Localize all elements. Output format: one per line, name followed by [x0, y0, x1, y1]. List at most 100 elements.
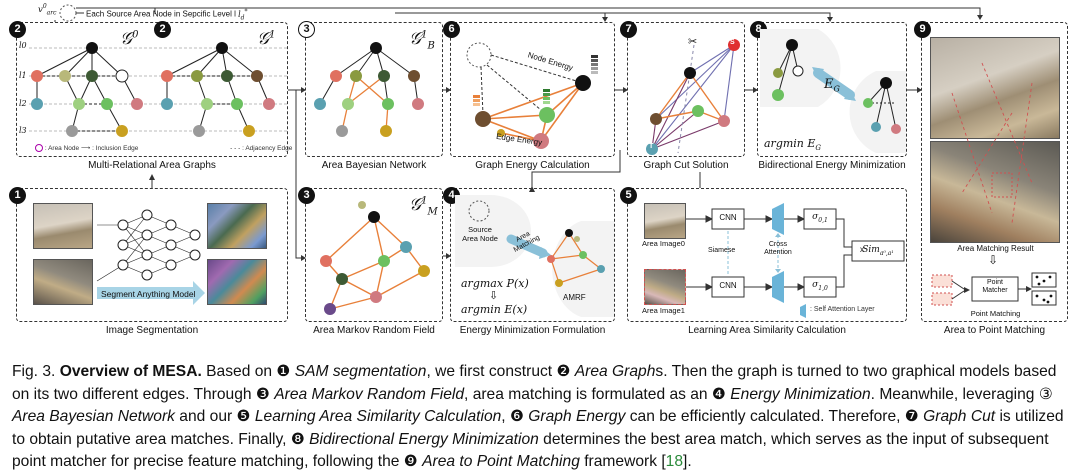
sink-node-label: S	[730, 39, 735, 46]
level-l0: l0	[19, 41, 27, 50]
level-l3: l3	[19, 126, 27, 135]
graph-g1-drawing	[161, 42, 275, 137]
panel-bayesian: 3 𝒢1B	[298, 21, 443, 157]
level-l1: l1	[19, 71, 27, 80]
panel-similarity: 5 Area Image0 Area Image1 CNN CNN Siames…	[620, 187, 907, 322]
step-2b-badge: 2	[154, 21, 171, 38]
label-area-graphs: Multi-Relational Area Graphs	[88, 160, 216, 171]
amrf-label: AMRF	[563, 293, 586, 302]
caption-text-6: and our ❺	[179, 408, 251, 425]
equivalence-arrow-icon: ⇩	[489, 290, 499, 302]
step-6-badge: 6	[443, 21, 460, 38]
flow-arrows	[288, 87, 922, 261]
caption-lasc: Learning Area Similarity Calculation	[254, 408, 502, 425]
graph-gm-symbol: 𝒢1M	[409, 195, 438, 218]
input-image-1	[33, 203, 93, 249]
graph-legend: : Area Node ⟶ : Inclusion Edge - - - : A…	[35, 144, 292, 153]
similarity-output-label: Sima⁰,a¹	[862, 245, 894, 257]
area-image-0	[644, 203, 686, 239]
down-arrow-icon: ⇩	[988, 253, 999, 267]
seg-to-graph-arrow	[149, 174, 155, 188]
caption-bemin: Bidirectional Energy Minimization	[309, 430, 539, 448]
caption-text-2: , we first construct ❷	[426, 363, 571, 380]
top-note: Each Source Area Node in Sepcific Level …	[86, 8, 248, 22]
label-energy-min: Energy Minimization Formulation	[459, 325, 606, 336]
multiply-icon: x	[860, 245, 864, 254]
caption-reference-link[interactable]: 18	[665, 453, 684, 470]
point-matching-diagram	[931, 272, 1057, 306]
panel-graph-cut: 7 ✂ S T	[620, 21, 745, 157]
caption-mrf: Area Markov Random Field	[274, 385, 465, 403]
area-node-legend-icon	[35, 144, 43, 153]
caption-fig: Fig. 3.	[12, 363, 56, 380]
label-similarity: Learning Area Similarity Calculation	[688, 325, 846, 336]
mrf-drawing	[320, 201, 430, 315]
sam-model-label: Segment Anything Model	[101, 289, 196, 299]
label-bayesian: Area Bayesian Network	[321, 160, 427, 171]
area-image1-label: Area Image1	[642, 306, 685, 315]
step-5-badge: 5	[620, 187, 637, 204]
caption-text-10: determines the best area match, which se…	[12, 430, 1049, 471]
caption-genergy: Graph Energy	[528, 408, 626, 425]
adjacency-edge-legend-icon: - - -	[230, 145, 241, 152]
step-3-badge: 3	[298, 187, 315, 204]
panel-graph-energy: 6 Node Energy Edge Energy	[443, 21, 615, 157]
caption-text-12: ].	[683, 453, 692, 470]
label-bidirectional: Bidirectional Energy Minimization	[758, 160, 906, 171]
area-image0-label: Area Image0	[642, 239, 685, 248]
segmented-image-2	[207, 259, 267, 305]
matched-room-photo-2	[930, 141, 1060, 243]
label-mrf: Area Markov Random Field	[313, 325, 435, 336]
graph-g0-symbol: 𝒢0	[120, 29, 139, 49]
caption-gcut: Graph Cut	[923, 408, 996, 425]
panel-area-graphs: 2 2 𝒢0 𝒢1 l0 l1 l2 l3 : Area Node ⟶	[9, 21, 292, 157]
caption-text-11: framework [	[584, 453, 666, 470]
step-1-badge: 1	[9, 187, 26, 204]
graph-g1-symbol: 𝒢1	[257, 29, 276, 49]
argmax-formula: argmax P(x)	[461, 277, 529, 290]
graph-energy-drawing	[466, 42, 598, 149]
bidirectional-drawing	[760, 29, 906, 153]
siamese-label: Siamese	[708, 247, 736, 254]
point-matching-label: Point Matching	[970, 309, 1021, 318]
panel-mrf: 3 𝒢1M	[298, 187, 443, 322]
top-connectors	[54, 4, 983, 28]
self-attention-legend: : Self Attention Layer	[810, 306, 875, 313]
panel-bidirectional: 8 EG argmin EG	[750, 21, 907, 157]
label-graph-cut: Graph Cut Solution	[643, 160, 729, 171]
bayesian-network-drawing	[314, 42, 424, 137]
caption-text-3: s. Then the graph is turned to two graph…	[12, 363, 1057, 403]
caption-text-4: , area matching is formulated as an ❹	[464, 385, 726, 403]
step-9-badge: 9	[914, 21, 931, 38]
matched-room-photo-1	[930, 37, 1060, 139]
label-area-to-point: Area to Point Matching	[943, 325, 1046, 336]
argmin-eg-formula: argmin EG	[764, 137, 822, 153]
caption-graphs: Area Graph	[574, 363, 656, 380]
segmented-image-1	[207, 203, 267, 249]
caption-sam: SAM segmentation	[294, 363, 427, 380]
sigma-10-label: σ1,0	[812, 280, 828, 292]
label-graph-energy: Graph Energy Calculation	[475, 160, 590, 171]
caption-text-8: can be efficiently calculated. Therefore…	[629, 408, 919, 425]
eg-symbol: EG	[824, 77, 840, 94]
caption-text-9: is utilized to obtain putative area matc…	[12, 408, 1064, 448]
match-lines	[951, 62, 1033, 224]
area-image-1	[644, 269, 686, 305]
step-7-badge: 7	[620, 21, 637, 38]
energy-min-drawing	[455, 195, 614, 317]
argmin-formula: argmin E(x)	[461, 303, 528, 316]
caption-text-5: . Meanwhile, leveraging ③	[870, 385, 1053, 403]
caption-abn: Area Bayesian Network	[12, 408, 175, 425]
level-l2: l2	[19, 99, 27, 108]
inclusion-edge-legend-icon: ⟶	[80, 145, 91, 152]
sigma-01-label: σ0,1	[812, 212, 828, 224]
caption-text-7: , ❻	[501, 408, 524, 425]
panel-segmentation: 1 Segment Anything Model	[9, 187, 288, 322]
step-3-open-badge: 3	[298, 21, 315, 38]
graph-gb-symbol: 𝒢1B	[409, 29, 435, 52]
